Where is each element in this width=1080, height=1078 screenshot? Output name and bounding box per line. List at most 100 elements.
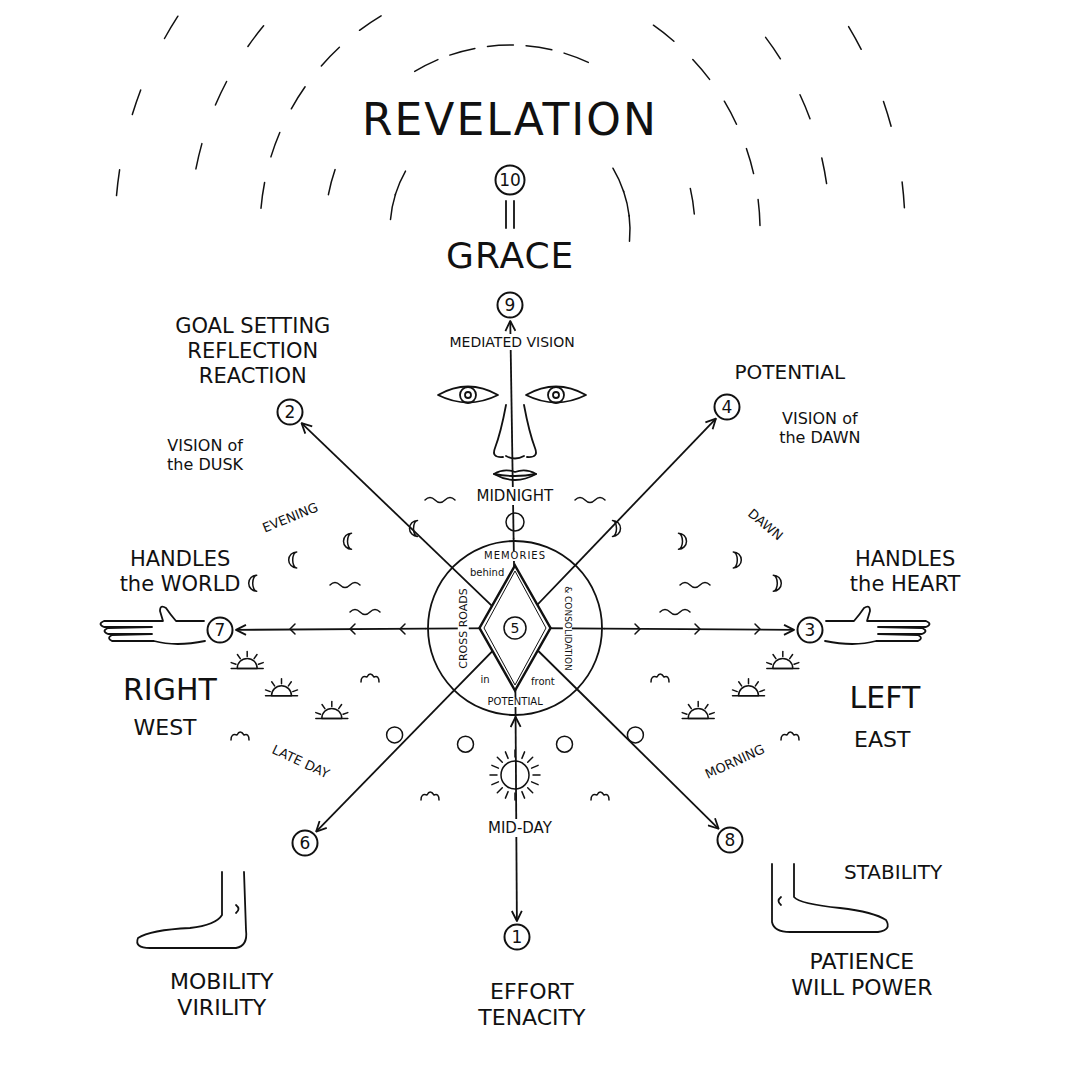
sun-ray — [528, 757, 533, 762]
label: MEDIATED VISION — [448, 334, 577, 351]
circle-outline — [715, 395, 740, 420]
revelation-ray — [628, 215, 630, 241]
sun-ray — [281, 679, 283, 684]
revelation-ray — [884, 101, 892, 126]
sun-ray — [492, 782, 499, 785]
circle-outline — [278, 400, 303, 425]
circle-text: MEMORIES — [483, 551, 547, 561]
arrow-connector — [236, 629, 426, 630]
sun-ray — [492, 765, 499, 768]
label: DAWN — [743, 505, 787, 546]
sun-ray — [272, 682, 275, 686]
number-circle: 6 — [291, 829, 319, 857]
cloud — [651, 674, 669, 682]
arrow-connector — [302, 423, 451, 566]
sun-ray — [767, 663, 772, 665]
number-circle: 4 — [713, 393, 741, 421]
revelation-ray — [291, 87, 305, 109]
revelation-ray — [117, 170, 120, 196]
number-circle: 2 — [276, 398, 304, 426]
sun-dome — [237, 658, 257, 668]
rising-sun — [682, 701, 714, 718]
iris — [548, 387, 564, 403]
label: STABILITY — [842, 860, 944, 884]
sun-ray — [733, 690, 738, 692]
foot — [137, 872, 246, 948]
wind-squiggle — [575, 498, 605, 503]
sun-ray — [505, 792, 508, 799]
node-number: 3 — [805, 622, 816, 639]
revelation-ray — [758, 200, 760, 226]
ankle — [236, 905, 239, 913]
revelation-ray — [196, 144, 202, 169]
sun-dome — [688, 708, 708, 718]
arrow-connector — [577, 419, 716, 564]
sun-dome — [773, 658, 793, 668]
moon-crescent — [344, 533, 352, 549]
lips — [494, 474, 536, 476]
nose — [494, 405, 506, 457]
sun-ray — [697, 701, 699, 706]
nose — [506, 456, 524, 459]
circle-text: behind — [469, 568, 505, 578]
revelation-ray — [613, 168, 624, 192]
sun-ray — [532, 782, 539, 785]
sun-ray — [293, 690, 298, 692]
revelation-ray — [690, 188, 694, 214]
equals-mark — [513, 201, 515, 228]
label: MORNING — [701, 740, 769, 783]
node-number: 6 — [300, 835, 311, 852]
sun-ray — [316, 713, 321, 715]
pupil — [465, 392, 471, 398]
sun-ray — [533, 774, 540, 776]
sun-ray — [343, 713, 348, 715]
node-number: 5 — [511, 621, 520, 635]
wind-squiggle — [350, 610, 380, 615]
sun-ray — [259, 663, 264, 665]
label: RIGHT — [121, 672, 219, 708]
revelation-ray — [800, 95, 810, 119]
sun-ray — [231, 663, 236, 665]
sun-ray — [532, 765, 539, 768]
revelation-ray — [132, 90, 140, 115]
circle-text: in — [480, 675, 491, 685]
node-number: 2 — [285, 404, 296, 421]
number-circle: 1 — [503, 923, 531, 951]
sun-disc — [387, 727, 403, 743]
moon-crescent — [289, 552, 297, 568]
cloud — [421, 792, 439, 800]
circle-text: CROSS ROADS — [457, 587, 468, 670]
rising-sun — [316, 701, 348, 718]
node-number: 8 — [725, 832, 736, 849]
sun-ray — [790, 655, 793, 659]
center-dot-ring — [504, 617, 526, 639]
label: WEST — [132, 715, 199, 741]
label: VISION of the DAWN — [773, 409, 867, 447]
sun-ray — [322, 705, 325, 709]
sun-ray — [505, 752, 508, 759]
revelation-ray — [653, 25, 674, 41]
eye — [438, 387, 498, 403]
label: EVENING — [258, 499, 322, 537]
horizon — [266, 695, 298, 697]
circle-outline — [208, 618, 233, 643]
arrow-connector — [316, 692, 453, 832]
sun-ray — [528, 788, 533, 793]
horizon — [316, 718, 348, 720]
sun-ray — [490, 774, 497, 776]
iris — [460, 387, 476, 403]
label: PATIENCE WILL POWER — [784, 949, 940, 1002]
arrow-connector — [510, 321, 513, 539]
circle-outline — [718, 828, 743, 853]
label: LEFT — [848, 680, 923, 716]
sun-ray — [266, 690, 271, 692]
sun-ray — [782, 651, 784, 656]
sun-ray — [748, 679, 750, 684]
full-moon — [506, 513, 524, 531]
label: LATE DAY — [267, 741, 333, 783]
label: GRACE — [444, 234, 576, 277]
label: EFFORT TENACITY — [471, 979, 594, 1032]
arrow-connector — [578, 690, 718, 828]
